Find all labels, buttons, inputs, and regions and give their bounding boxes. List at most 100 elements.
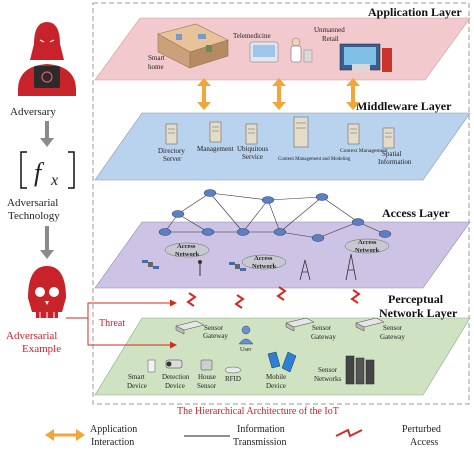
router-node [378, 230, 392, 238]
telemedicine-label: Telemedicine [233, 32, 271, 40]
perturbed-access-bolt [276, 286, 287, 301]
detection-device-label-line1: Detection [162, 373, 190, 381]
ubiquitous-service-label-line2: Service [242, 153, 263, 161]
adversarial-technology-label-line2: Technology [8, 210, 60, 222]
perturbed-access-bolt [350, 289, 361, 304]
unmanned-retail-label-line1: Unmanned [314, 26, 345, 34]
server-icon [165, 123, 178, 145]
skull-icon [28, 266, 66, 318]
access-network-ellipse [164, 242, 210, 258]
access-network-label-line2: Network [355, 247, 380, 254]
adversarial-example-label-line2: Example [22, 343, 61, 355]
gateway-label: Gateway [203, 332, 228, 340]
server-icon [347, 123, 360, 145]
architecture-frame [92, 2, 470, 405]
house-sensor-label-line2: Sensor [197, 382, 217, 390]
perturbed-access-bolt [186, 292, 197, 307]
router-node [315, 193, 329, 201]
access-network-label-line2: Network [252, 263, 277, 270]
server-icon [293, 116, 309, 148]
satellite-icon [142, 260, 159, 269]
antenna-icon [198, 260, 202, 276]
house-sensor-label-line1: House [198, 373, 216, 381]
sensor-gateway-icon [285, 317, 315, 332]
router-node [158, 228, 172, 236]
access-network-label-line1: Access [254, 255, 273, 262]
access-network-label-line1: Access [358, 239, 377, 246]
sensor-gateway-icon [175, 320, 205, 335]
server-icon [382, 127, 395, 149]
gateway-label: Gateway [380, 333, 405, 341]
detection-device-label-line2: Device [165, 382, 185, 390]
sensor-label: Sensor [204, 324, 224, 332]
router-node [311, 234, 325, 242]
router-node [171, 210, 185, 218]
perturbed-access-bolt [234, 294, 245, 309]
house-sensor-icon [200, 359, 213, 371]
sensor-label: Sensor [383, 324, 403, 332]
smart-device-icon [147, 359, 156, 373]
smart-device-label-line1: Smart [128, 373, 145, 381]
sensor-networks-icon [345, 355, 375, 385]
tower-icon [299, 259, 311, 281]
telemedicine-icon [249, 37, 313, 63]
unmanned-retail-icon [339, 43, 392, 72]
user-label: User [240, 347, 251, 353]
tower-icon [345, 253, 357, 281]
threat-label: Threat [99, 318, 125, 329]
gateway-label: Gateway [311, 333, 336, 341]
legend-perturbed-label-line2: Access [410, 437, 438, 448]
access-network-ellipse [241, 254, 287, 270]
function-icon [20, 151, 75, 189]
flow-arrow [40, 121, 54, 147]
application-layer-title: Application Layer [368, 5, 462, 19]
mobile-device-label-line1: Mobile [266, 373, 286, 381]
adversary-label: Adversary [10, 106, 56, 118]
router-node [273, 228, 287, 236]
management-label: Management [197, 145, 234, 153]
rfid-icon [224, 366, 242, 374]
middleware-layer-plane [94, 112, 471, 181]
legend-interaction-label-line1: Application [90, 424, 137, 435]
legend-transmission-label-line1: Information [237, 424, 285, 435]
perceptual-layer-plane [94, 317, 471, 396]
sensor-label: Sensor [312, 324, 332, 332]
access-network-label-line2: Network [175, 251, 200, 258]
threat-connector [66, 299, 177, 349]
sensor-networks-label-line1: Sensor [318, 366, 338, 374]
access-network-label-line1: Access [177, 243, 196, 250]
directory-server-label-line2: Server [163, 155, 182, 163]
mobile-device-label-line2: Device [266, 382, 286, 390]
smart-home-label-line2: home [148, 63, 164, 71]
smart-home-icon [157, 23, 229, 69]
detection-device-icon [165, 359, 183, 369]
legend-perturbed-bolt [335, 428, 363, 438]
unmanned-retail-label-line2: Retail [322, 35, 339, 43]
satellite-icon [229, 262, 246, 271]
legend-perturbed-label-line1: Perturbed [402, 424, 441, 435]
sensor-gateway-icon [355, 317, 385, 332]
server-icon [245, 123, 258, 145]
application-interaction-arrow-2 [272, 78, 286, 110]
mobile-device-icon [267, 351, 297, 373]
legend-interaction-arrow [45, 429, 85, 441]
legend-transmission-label-line2: Transmission [233, 437, 287, 448]
application-interaction-arrow-3 [346, 78, 360, 110]
user-icon [238, 325, 254, 345]
adversary-hacker-icon [18, 22, 76, 96]
flow-arrow [40, 226, 54, 259]
spatial-information-label-line2: Information [378, 158, 412, 166]
sensor-networks-label-line2: Networks [314, 375, 341, 383]
router-node [203, 189, 217, 197]
function-f-symbol: f [34, 158, 45, 187]
application-interaction-arrow-1 [197, 78, 211, 110]
figure-caption: The Hierarchical Architecture of the IoT [177, 406, 339, 417]
directory-server-label-line1: Directory [158, 147, 185, 155]
perceptual-layer-title-line2: Network Layer [379, 306, 458, 320]
access-network-ellipse [344, 238, 390, 254]
access-layer-title: Access Layer [382, 206, 450, 220]
router-node [201, 228, 215, 236]
perceptual-layer-title-line1: Perceptual [388, 292, 444, 306]
legend-interaction-label-line2: Interaction [91, 437, 134, 448]
